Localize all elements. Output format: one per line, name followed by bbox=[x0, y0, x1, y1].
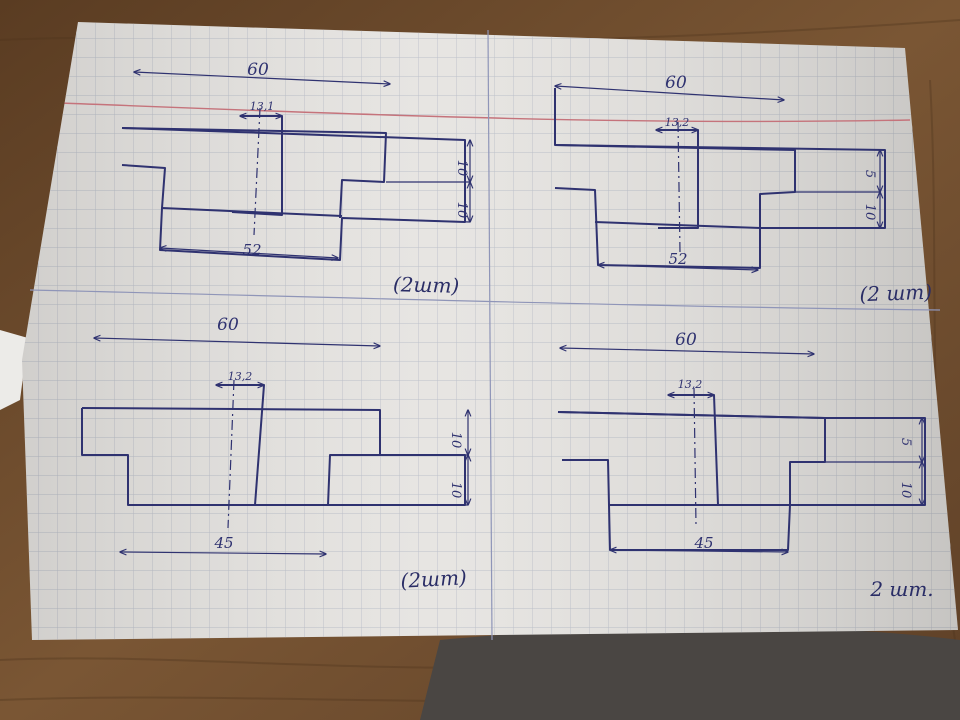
part-drawing-3: 60 13,2 45 10 10 (2шт) bbox=[81, 315, 468, 593]
part-outline bbox=[121, 127, 466, 261]
step-lower-dimension-label: 10 bbox=[898, 482, 913, 499]
center-axis bbox=[677, 121, 681, 253]
step-upper-dimension-label: 10 bbox=[448, 432, 463, 449]
dark-cloth bbox=[420, 626, 960, 720]
part-step-profile bbox=[121, 127, 387, 219]
base-dimension-line bbox=[120, 552, 326, 554]
margin-line bbox=[59, 102, 911, 123]
step-lower-dimension-label: 10 bbox=[448, 482, 463, 499]
hole-dimension-label: 13,2 bbox=[678, 378, 703, 391]
base-dimension-label: 45 bbox=[693, 534, 713, 552]
width-dimension-label: 60 bbox=[217, 315, 239, 335]
part-drawing-2: 60 13,2 52 5 10 (2 шт) bbox=[554, 73, 932, 307]
base-dimension-label: 52 bbox=[668, 250, 687, 268]
base-dimension-line bbox=[598, 265, 758, 270]
part-drawing-1: 60 13,1 52 10 10 (2шт) bbox=[121, 60, 471, 298]
fold-line-vertical bbox=[487, 29, 493, 641]
step-upper-dimension-label: 10 bbox=[454, 160, 469, 177]
hole-dimension-label: 13,2 bbox=[665, 116, 690, 129]
width-dimension-label: 60 bbox=[247, 60, 269, 80]
step-upper-dimension-label: 5 bbox=[898, 438, 913, 446]
quantity-label: (2 шт) bbox=[859, 280, 932, 307]
center-axis bbox=[227, 379, 235, 529]
width-dimension-line bbox=[555, 86, 784, 100]
step-lower-dimension-label: 10 bbox=[454, 202, 469, 219]
quantity-label: (2шт) bbox=[400, 565, 467, 592]
step-lower-dimension-label: 10 bbox=[862, 204, 877, 221]
width-dimension-label: 60 bbox=[675, 330, 697, 350]
center-axis bbox=[253, 107, 261, 236]
width-dimension-label: 60 bbox=[665, 73, 687, 93]
base-dimension-line bbox=[610, 550, 788, 552]
quantity-label: 2 шт. bbox=[869, 577, 933, 601]
part-base-edge bbox=[161, 207, 343, 217]
width-dimension-line bbox=[560, 348, 814, 354]
hole-dimension-label: 13,1 bbox=[250, 100, 275, 113]
quantity-label: (2шт) bbox=[393, 272, 460, 298]
base-dimension-label: 45 bbox=[213, 534, 233, 552]
base-dimension-label: 52 bbox=[242, 241, 261, 259]
step-upper-dimension-label: 5 bbox=[862, 170, 877, 178]
white-object bbox=[0, 330, 28, 410]
base-dimension-line bbox=[160, 248, 338, 258]
part-drawing-4: 60 13,2 45 5 10 2 шт. bbox=[557, 330, 934, 601]
fold-line-horizontal bbox=[29, 289, 941, 311]
part-base-edge bbox=[594, 221, 761, 229]
width-dimension-line bbox=[134, 72, 390, 84]
extension-line bbox=[341, 217, 471, 223]
hole-dimension-label: 13,2 bbox=[228, 370, 253, 383]
width-dimension-line bbox=[94, 338, 380, 346]
center-axis bbox=[693, 387, 697, 526]
part-drawings: 60 13,1 52 10 10 (2шт) 60 13,2 52 5 10 (2 шт) 60 13,2… bbox=[81, 60, 934, 601]
